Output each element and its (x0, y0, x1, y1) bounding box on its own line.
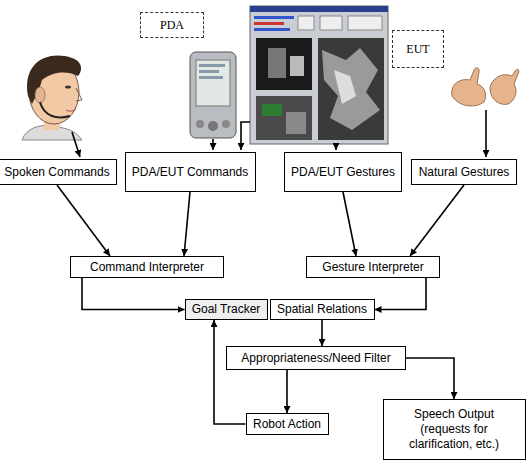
process-box: Spatial Relations (270, 299, 375, 320)
flow-arrow (410, 185, 464, 256)
flow-arrow (406, 358, 454, 399)
input-arrow (485, 110, 487, 157)
pda-device (190, 52, 236, 138)
box-label: PDA/EUT Commands (132, 165, 248, 180)
flow-arrow (57, 185, 110, 256)
box-label: EUT (406, 42, 429, 57)
box-label: Appropriateness/Need Filter (241, 351, 390, 366)
flow-arrow (82, 278, 185, 310)
hands-gesture (452, 68, 519, 106)
filter-box: Appropriateness/Need Filter (226, 346, 406, 370)
box-label: Spatial Relations (277, 302, 367, 317)
flow-arrow (375, 278, 427, 310)
device-label: EUT (392, 30, 444, 68)
input-arrow (72, 132, 80, 157)
process-box: Gesture Interpreter (306, 256, 440, 278)
eut-screenshot (250, 6, 388, 144)
process-box: Command Interpreter (70, 256, 224, 278)
flow-arrow (321, 320, 323, 346)
device-label: PDA (140, 12, 204, 38)
box-label: PDA/EUT Gestures (291, 165, 395, 180)
input-box: Spoken Commands (0, 159, 117, 185)
flow-arrow (286, 370, 288, 413)
output-box: Speech Output(requests for clarification… (383, 399, 526, 460)
box-label: Natural Gestures (419, 165, 510, 180)
box-note: (requests for clarification, etc.) (388, 422, 521, 452)
box-label: Robot Action (253, 417, 321, 432)
input-arrow (241, 122, 250, 150)
box-label: PDA (160, 18, 184, 33)
box-label: Spoken Commands (4, 165, 109, 180)
box-label: Command Interpreter (90, 260, 204, 275)
flow-arrow (214, 320, 246, 424)
person-head (22, 56, 82, 140)
input-arrow (335, 144, 337, 150)
input-box: PDA/EUT Gestures (284, 152, 402, 192)
box-label: Gesture Interpreter (322, 260, 423, 275)
input-arrow (212, 139, 214, 150)
flow-arrow (343, 192, 356, 256)
process-box: Goal Tracker (185, 299, 268, 320)
input-box: Natural Gestures (411, 159, 517, 185)
box-label: Goal Tracker (192, 302, 261, 317)
input-box: PDA/EUT Commands (125, 152, 256, 192)
action-box: Robot Action (246, 413, 329, 435)
box-label: Speech Output (414, 407, 494, 422)
flow-arrow (184, 192, 190, 256)
